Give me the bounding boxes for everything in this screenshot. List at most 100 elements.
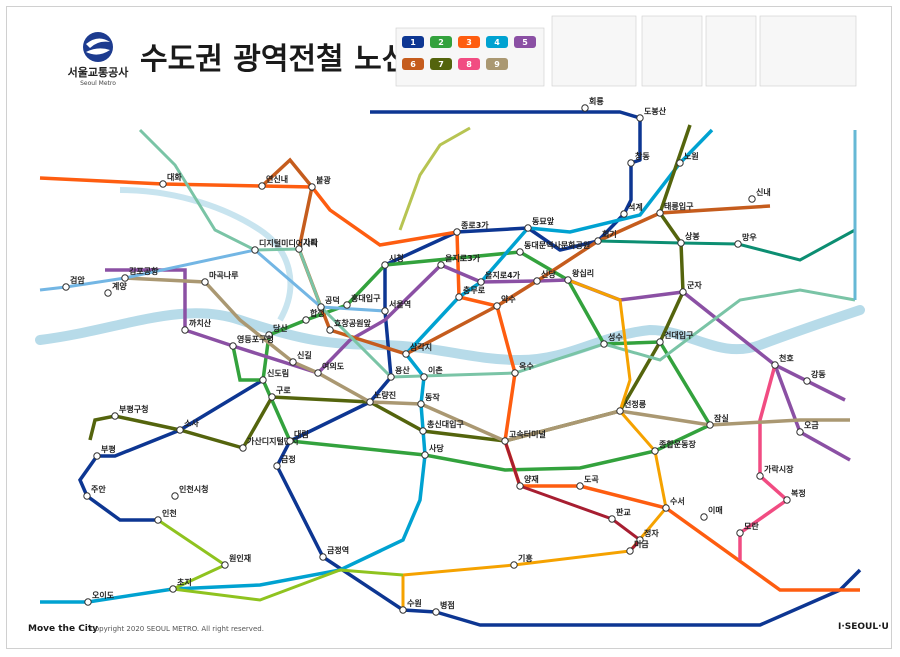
station-7[interactable]: 석계 [620,202,643,218]
station-70[interactable]: 복정 [783,488,806,504]
station-marker[interactable] [600,340,608,348]
station-marker[interactable] [734,240,742,248]
station-marker[interactable] [594,237,602,245]
station-marker[interactable] [402,350,410,358]
station-marker[interactable] [387,373,395,381]
station-marker[interactable] [221,561,229,569]
station-marker[interactable] [677,239,685,247]
station-62[interactable]: 부평 [93,444,116,460]
station-59[interactable]: 고속터미널 [501,429,546,445]
station-12[interactable]: 회기 [594,229,617,245]
station-marker[interactable] [201,278,209,286]
station-marker[interactable] [104,289,112,297]
station-marker[interactable] [326,326,334,334]
station-marker[interactable] [229,342,237,350]
station-marker[interactable] [84,598,92,606]
station-marker[interactable] [493,302,501,310]
station-19[interactable]: 을지로4가 [477,270,521,286]
station-75[interactable]: 이매 [700,505,723,521]
station-24[interactable]: 김포공항 [121,266,159,282]
station-37[interactable]: 건대입구 [656,330,694,346]
station-marker[interactable] [783,496,791,504]
station-marker[interactable] [676,159,684,167]
station-32[interactable]: 약수 [493,294,517,310]
station-50[interactable]: 부평구청 [111,404,149,420]
station-80[interactable]: 기흥 [510,553,534,569]
station-marker[interactable] [399,606,407,614]
station-marker[interactable] [477,278,485,286]
station-marker[interactable] [317,303,325,311]
station-81[interactable]: 오이도 [84,590,115,606]
station-marker[interactable] [524,224,532,232]
station-marker[interactable] [608,515,616,523]
station-39[interactable]: 영등포구청 [229,334,274,350]
station-46[interactable]: 천호 [771,353,795,369]
station-28[interactable]: 공덕 [317,295,340,311]
station-65[interactable]: 금정 [273,454,296,470]
station-marker[interactable] [302,316,310,324]
station-30[interactable]: 서울역 [381,299,411,315]
station-marker[interactable] [420,373,428,381]
station-marker[interactable] [421,451,429,459]
station-34[interactable]: 당산 [265,323,289,339]
station-49[interactable]: 구로 [268,386,292,401]
station-67[interactable]: 인천시청 [171,484,209,500]
station-marker[interactable] [616,407,624,415]
station-marker[interactable] [511,369,519,377]
station-48[interactable]: 신도림 [259,368,289,384]
station-52[interactable]: 동작 [417,392,441,408]
station-marker[interactable] [636,536,644,544]
station-29[interactable]: 홍대입구 [343,293,381,309]
station-marker[interactable] [319,553,327,561]
station-78[interactable]: 원인재 [221,553,251,569]
station-marker[interactable] [239,444,247,452]
station-45[interactable]: 여의도 [314,361,345,377]
station-1[interactable]: 도봉산 [636,106,667,122]
station-marker[interactable] [343,301,351,309]
station-5[interactable]: 불광 [308,175,332,191]
station-0[interactable]: 회룡 [581,96,605,112]
station-38[interactable]: 성수 [600,332,624,348]
station-marker[interactable] [679,288,687,296]
station-71[interactable]: 인천 [154,508,177,524]
station-marker[interactable] [381,261,389,269]
station-marker[interactable] [121,274,129,282]
station-marker[interactable] [437,261,445,269]
station-58[interactable]: 총신대입구 [419,419,465,435]
station-68[interactable]: 양재 [516,474,539,490]
station-marker[interactable] [756,472,764,480]
station-marker[interactable] [83,492,91,500]
station-82[interactable]: 수원 [399,598,422,614]
station-18[interactable]: 을지로3가 [437,253,481,269]
station-marker[interactable] [308,183,316,191]
station-2[interactable]: 창동 [627,151,651,167]
station-42[interactable]: 용산 [387,365,411,381]
station-56[interactable]: 가산디지털단지 [239,436,299,452]
station-marker[interactable] [576,482,584,490]
station-marker[interactable] [93,452,101,460]
station-54[interactable]: 잠실 [706,413,729,429]
station-23[interactable]: 군자 [679,280,703,296]
station-marker[interactable] [258,182,266,190]
station-36[interactable]: 효창공원앞 [326,318,372,334]
station-marker[interactable] [796,428,804,436]
station-61[interactable]: 오금 [796,421,820,436]
station-marker[interactable] [273,462,281,470]
station-60[interactable]: 종합운동장 [651,439,697,455]
station-11[interactable]: 동묘앞 [524,216,555,232]
station-marker[interactable] [771,361,779,369]
station-3[interactable]: 노원 [676,151,699,167]
station-marker[interactable] [366,398,374,406]
station-marker[interactable] [662,504,670,512]
station-64[interactable]: 가락시장 [756,464,794,480]
station-69[interactable]: 도곡 [576,475,600,490]
station-25[interactable]: 계양 [104,281,128,297]
station-marker[interactable] [181,326,189,334]
station-8[interactable]: 태릉입구 [656,201,694,217]
station-55[interactable]: 소사 [176,418,200,434]
station-marker[interactable] [803,377,811,385]
station-marker[interactable] [516,482,524,490]
station-15[interactable]: 디지털미디어시티 [251,238,318,254]
station-marker[interactable] [651,447,659,455]
station-4[interactable]: 연신내 [258,174,288,190]
